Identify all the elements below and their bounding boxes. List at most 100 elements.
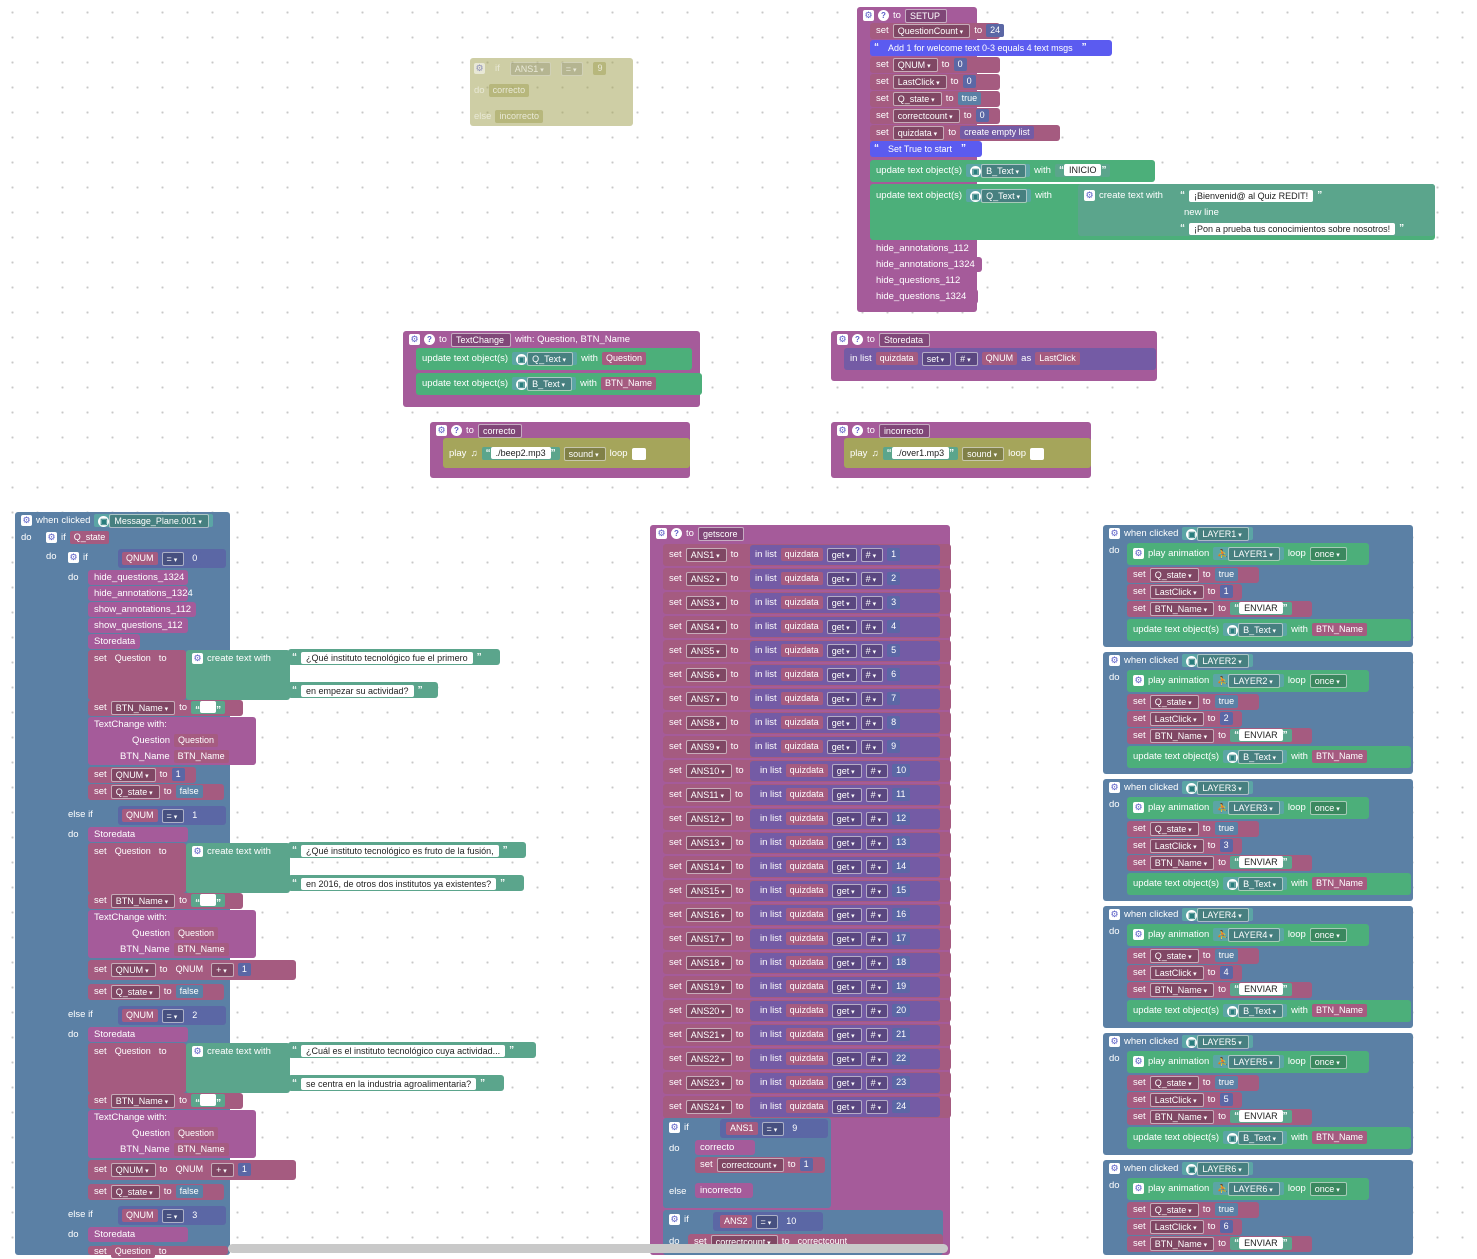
number-block[interactable]: 6 bbox=[887, 668, 901, 681]
empty-text-block[interactable]: “” bbox=[191, 894, 226, 909]
number-block[interactable]: 6 bbox=[1219, 1220, 1233, 1233]
number-block[interactable]: 5 bbox=[887, 644, 901, 657]
boolean-block[interactable]: false bbox=[175, 785, 203, 798]
newline-block[interactable] bbox=[1180, 204, 1430, 220]
operator-dropdown[interactable]: = bbox=[560, 61, 584, 76]
procedure-call-block[interactable] bbox=[870, 257, 982, 272]
variable-block[interactable]: BTN_Name bbox=[1311, 623, 1367, 636]
object-block[interactable]: ▣LAYER5 bbox=[1182, 1035, 1253, 1049]
procedure-call-block[interactable] bbox=[88, 827, 188, 842]
variable-block[interactable]: QNUM bbox=[122, 809, 158, 822]
object-block[interactable]: ⛹LAYER6 bbox=[1213, 1182, 1284, 1196]
variable-dropdown[interactable]: ANS8 bbox=[685, 715, 727, 730]
sound-dropdown[interactable]: sound bbox=[962, 446, 1005, 461]
text-field[interactable]: se centra en la industria agroalimentari… bbox=[301, 1077, 477, 1090]
comment-text[interactable]: Add 1 for welcome text 0-3 equals 4 text… bbox=[883, 41, 1078, 54]
variable-block[interactable]: quizdata bbox=[785, 1004, 828, 1017]
help-icon[interactable]: ? bbox=[878, 10, 889, 21]
object-dropdown[interactable]: LAYER5 bbox=[1228, 1055, 1280, 1069]
object-dropdown[interactable]: LAYER1 bbox=[1197, 527, 1249, 541]
variable-block[interactable]: quizdata bbox=[780, 596, 823, 609]
variable-block[interactable]: LastClick bbox=[1035, 352, 1080, 365]
mode-dropdown[interactable]: get bbox=[831, 931, 862, 946]
call-block[interactable]: correcto bbox=[488, 84, 530, 97]
gear-icon[interactable]: ⚙ bbox=[409, 334, 420, 345]
variable-block[interactable]: quizdata bbox=[780, 644, 823, 657]
procedure-name-field[interactable]: SETUP bbox=[904, 8, 947, 23]
gear-icon[interactable]: ⚙ bbox=[1133, 548, 1144, 559]
variable-block[interactable]: quizdata bbox=[780, 620, 823, 633]
number-block[interactable]: 24 bbox=[986, 24, 1005, 37]
number-block[interactable]: 22 bbox=[892, 1052, 911, 1065]
number-block[interactable]: 24 bbox=[892, 1100, 911, 1113]
variable-block[interactable]: quizdata bbox=[875, 352, 918, 365]
gear-icon[interactable]: ⚙ bbox=[1109, 655, 1120, 666]
number-block[interactable]: 17 bbox=[892, 932, 911, 945]
variable-dropdown[interactable]: QNUM bbox=[110, 767, 156, 782]
index-dropdown[interactable]: # bbox=[865, 955, 889, 970]
text-field[interactable]: INICIO bbox=[1063, 164, 1102, 176]
procedure-call-block[interactable] bbox=[88, 618, 188, 633]
variable-block[interactable]: quizdata bbox=[785, 980, 828, 993]
variable-dropdown[interactable]: ANS7 bbox=[685, 691, 727, 706]
mode-dropdown[interactable]: get bbox=[826, 571, 857, 586]
number-block[interactable]: 0 bbox=[188, 552, 202, 565]
boolean-block[interactable]: true bbox=[1214, 1076, 1239, 1089]
index-dropdown[interactable]: # bbox=[865, 883, 889, 898]
object-dropdown[interactable]: B_Text bbox=[981, 164, 1027, 178]
gear-icon[interactable]: ⚙ bbox=[1133, 802, 1144, 813]
text-field[interactable] bbox=[200, 894, 217, 906]
number-block[interactable]: 10 bbox=[782, 1215, 801, 1228]
variable-block[interactable]: quizdata bbox=[785, 788, 828, 801]
number-block[interactable]: 14 bbox=[892, 860, 911, 873]
number-block[interactable]: 20 bbox=[892, 1004, 911, 1017]
object-dropdown[interactable]: LAYER6 bbox=[1228, 1182, 1280, 1196]
variable-dropdown[interactable]: LastClick bbox=[1149, 1219, 1204, 1234]
number-block[interactable]: 2 bbox=[1219, 712, 1233, 725]
index-dropdown[interactable]: # bbox=[865, 931, 889, 946]
number-block[interactable]: 9 bbox=[788, 1122, 802, 1135]
mode-dropdown[interactable]: get bbox=[831, 883, 862, 898]
operator-dropdown[interactable]: + bbox=[211, 1162, 234, 1177]
number-block[interactable]: 1 bbox=[237, 963, 251, 976]
procedure-call-block[interactable] bbox=[870, 273, 970, 288]
variable-dropdown[interactable]: ANS9 bbox=[685, 739, 727, 754]
procedure-name-field[interactable]: incorrecto bbox=[878, 423, 931, 438]
variable-block[interactable]: quizdata bbox=[780, 548, 823, 561]
index-dropdown[interactable]: # bbox=[865, 1099, 889, 1114]
variable-block[interactable]: quizdata bbox=[785, 1028, 828, 1041]
create-text-block[interactable] bbox=[186, 650, 290, 700]
variable-dropdown[interactable]: LastClick bbox=[1149, 838, 1204, 853]
procedure-call-block[interactable] bbox=[88, 586, 188, 601]
loop-dropdown[interactable]: once bbox=[1309, 673, 1347, 688]
variable-dropdown[interactable]: LastClick bbox=[1149, 584, 1204, 599]
text-field[interactable]: en empezar su actividad? bbox=[301, 684, 414, 697]
mode-dropdown[interactable]: get bbox=[831, 763, 862, 778]
variable-block[interactable]: Question bbox=[174, 1127, 219, 1140]
object-block[interactable]: ▣LAYER6 bbox=[1182, 1162, 1253, 1176]
number-block[interactable]: 4 bbox=[887, 620, 901, 633]
text-field[interactable]: ./beep2.mp3 bbox=[490, 447, 551, 459]
mode-dropdown[interactable]: set bbox=[921, 351, 952, 366]
text-field[interactable]: ¡Bienvenid@ al Quiz REDIT! bbox=[1189, 189, 1314, 202]
text-field[interactable]: ¿Qué instituto tecnológico fue el primer… bbox=[301, 651, 473, 664]
variable-dropdown[interactable]: ANS17 bbox=[685, 931, 732, 946]
index-dropdown[interactable]: # bbox=[860, 739, 884, 754]
text-field[interactable]: ENVIAR bbox=[1239, 856, 1283, 868]
gear-icon[interactable]: ⚙ bbox=[1133, 1056, 1144, 1067]
object-dropdown[interactable]: B_Text bbox=[1238, 750, 1284, 764]
operator-dropdown[interactable]: + bbox=[211, 962, 234, 977]
index-dropdown[interactable]: # bbox=[860, 691, 884, 706]
variable-dropdown[interactable]: ANS20 bbox=[685, 1003, 732, 1018]
gear-icon[interactable]: ⚙ bbox=[669, 1122, 680, 1133]
operator-dropdown[interactable]: = bbox=[161, 808, 185, 823]
number-block[interactable]: 8 bbox=[887, 716, 901, 729]
index-dropdown[interactable]: # bbox=[865, 907, 889, 922]
sound-dropdown[interactable]: sound bbox=[563, 446, 606, 461]
variable-dropdown[interactable]: Q_state bbox=[1149, 1202, 1199, 1217]
index-dropdown[interactable]: # bbox=[860, 643, 884, 658]
variable-dropdown[interactable]: ANS11 bbox=[685, 787, 732, 802]
mode-dropdown[interactable]: get bbox=[826, 619, 857, 634]
procedure-call-block[interactable] bbox=[88, 634, 140, 649]
index-dropdown[interactable]: # bbox=[865, 1027, 889, 1042]
